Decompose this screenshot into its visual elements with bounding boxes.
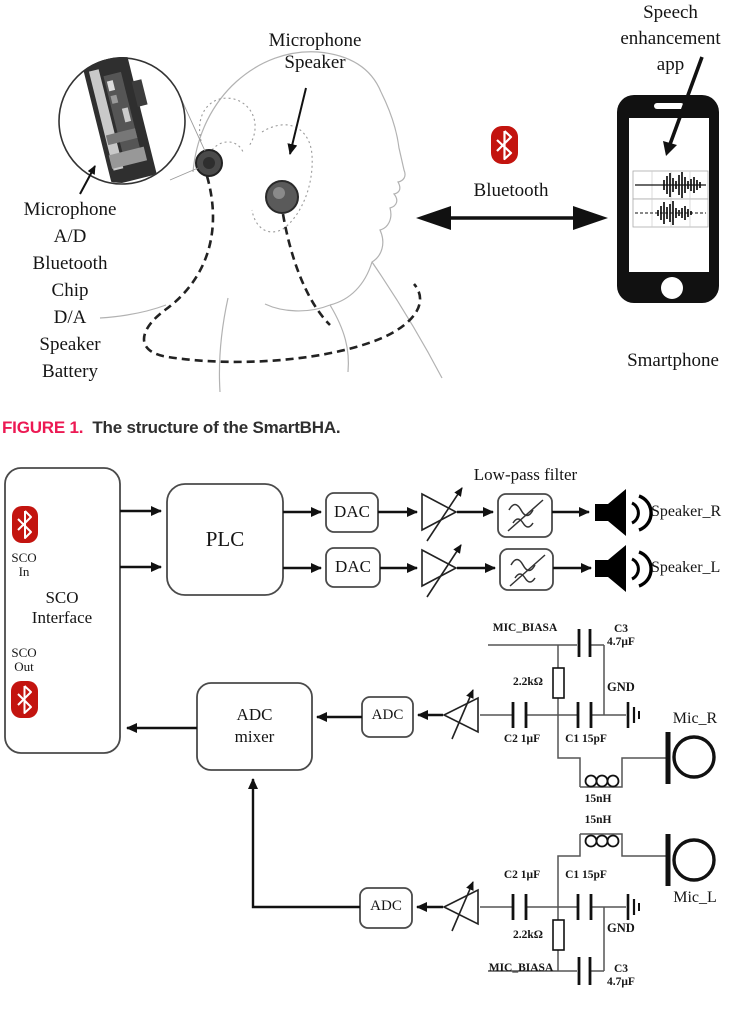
smartphone-icon xyxy=(617,56,719,303)
adc-mixer-label: ADC mixer xyxy=(234,705,275,746)
head-outline xyxy=(99,51,443,393)
plc-box xyxy=(166,483,284,596)
c2-r-label: C2 1μF xyxy=(503,733,541,745)
dac-l-label: DAC xyxy=(335,557,371,576)
mic-r-resistor xyxy=(552,667,565,699)
amp-l-icon xyxy=(421,544,462,598)
component-list-item: Battery xyxy=(42,361,98,382)
resistor-l-label: 2.2kΩ xyxy=(513,929,543,941)
sco-out-label: SCO Out xyxy=(11,645,37,674)
plc-label: PLC xyxy=(205,527,245,551)
app-label: Speech enhancement app xyxy=(605,0,736,78)
mic-biasa-l-label: MIC_BIASA xyxy=(488,962,554,974)
flow-arrows xyxy=(120,506,592,912)
app-arrow xyxy=(667,56,704,148)
mic-r-label: Mic_R xyxy=(672,710,718,727)
gnd-r-label: GND xyxy=(607,680,635,694)
c3-l-label: C3 4.7μF xyxy=(607,963,635,988)
speaker-r-label: Speaker_R xyxy=(651,503,722,520)
components-arrow xyxy=(79,165,96,195)
app-label-line: enhancement xyxy=(620,28,721,49)
lpf-r-symbol xyxy=(507,499,544,532)
mic-amp-l-icon xyxy=(442,881,479,932)
mic-l-icon xyxy=(665,834,716,886)
figure-caption: FIGURE 1. The structure of the SmartBHA. xyxy=(2,418,522,438)
component-list-item: D/A xyxy=(53,307,87,328)
app-label-line: app xyxy=(656,54,685,75)
mic-l-circuit-wires xyxy=(480,833,667,972)
inductor-r-label: 15nH xyxy=(584,793,612,805)
adc-mixer-box xyxy=(196,682,313,771)
low-pass-filter-label: Low-pass filter xyxy=(473,465,578,484)
figure-caption-text: The structure of the SmartBHA. xyxy=(92,418,341,437)
mic-r-icon xyxy=(665,732,716,784)
c3-r-label: C3 4.7μF xyxy=(607,623,635,648)
component-list: Microphone A/D Bluetooth Chip D/A Speake… xyxy=(8,196,132,385)
mic-l-resistor xyxy=(552,919,565,951)
sco-interface-label: SCO Interface xyxy=(31,588,93,628)
mic-l-label: Mic_L xyxy=(673,889,717,906)
bluetooth-label: Bluetooth xyxy=(473,180,549,201)
earbud-label-arrow xyxy=(287,87,307,155)
ear-outlines xyxy=(199,97,313,233)
mic-amp-r-icon xyxy=(442,689,479,740)
lpf-l-symbol xyxy=(509,554,546,587)
earbud-label: Microphone Speaker xyxy=(255,30,375,75)
speaker-r-icon xyxy=(595,489,653,536)
behind-ear-earbud-core xyxy=(203,157,215,169)
mic-r-inductor xyxy=(584,774,620,788)
component-list-item: Speaker xyxy=(39,334,101,355)
component-list-item: Microphone xyxy=(23,199,117,220)
c1-r-label: C1 15pF xyxy=(565,733,607,745)
mic-biasa-r-label: MIC_BIASA xyxy=(492,622,558,634)
block-diagram xyxy=(4,467,716,985)
figure-caption-label: FIGURE 1. xyxy=(2,418,84,437)
front-earbud-highlight xyxy=(273,187,285,199)
headset-illustration xyxy=(58,51,443,393)
smartphone-label: Smartphone xyxy=(627,350,719,371)
mic-l-gnd-symbol xyxy=(626,894,640,920)
component-list-item: Chip xyxy=(51,280,89,301)
component-list-item: A/D xyxy=(53,226,87,247)
sco-in-label: SCO In xyxy=(11,550,37,579)
adc-l-label: ADC xyxy=(370,898,402,914)
component-list-item: Bluetooth xyxy=(32,253,108,274)
speaker-l-icon xyxy=(595,545,653,592)
earbud-label-line: Speaker xyxy=(284,52,346,74)
speaker-l-label: Speaker_L xyxy=(651,559,721,576)
pcb-image xyxy=(82,53,157,186)
mic-l-capacitors xyxy=(511,894,593,985)
waveform xyxy=(632,170,709,228)
c1-l-label: C1 15pF xyxy=(565,869,607,881)
gnd-l-label: GND xyxy=(607,921,635,935)
dac-r-label: DAC xyxy=(334,502,370,521)
mic-r-gnd-symbol xyxy=(626,702,640,728)
resistor-r-label: 2.2kΩ xyxy=(513,676,543,688)
c2-l-label: C2 1μF xyxy=(503,869,541,881)
inductor-l-label: 15nH xyxy=(584,814,612,826)
adc-r-label: ADC xyxy=(371,707,404,723)
mic-r-capacitors xyxy=(511,629,593,728)
app-label-line: Speech xyxy=(643,2,698,23)
amp-r-icon xyxy=(421,487,463,542)
bluetooth-link xyxy=(416,126,608,230)
magnifier-circle xyxy=(58,53,206,186)
neckband-cable xyxy=(142,175,422,364)
mic-l-inductor xyxy=(584,834,620,848)
earbud-label-line: Microphone xyxy=(268,30,362,51)
sco-bluetooth-icons xyxy=(11,506,38,718)
